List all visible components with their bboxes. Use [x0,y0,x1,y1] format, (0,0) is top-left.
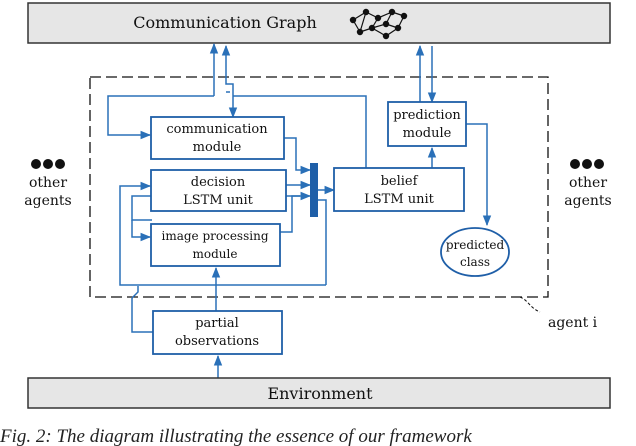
other-agents-right: other agents [564,159,612,209]
dot-icon [43,159,53,169]
environment-bar: Environment [27,377,611,409]
partial-observations-line2: observations [175,334,259,349]
partial-observations-line1: partial [195,316,239,331]
connections [107,42,492,378]
dot-icon [594,159,604,169]
decision-lstm-unit: decision LSTM unit [150,169,287,212]
agent-label: agent i [548,315,598,331]
decision-line1: decision [191,175,246,190]
image-processing-module: image processing module [150,223,281,267]
other-agents-right-line2: agents [564,193,611,209]
figure-caption: Fig. 2: The diagram illustrating the ess… [0,428,472,446]
communication-module-line2: module [193,140,242,155]
image-processing-line1: image processing [162,229,269,243]
communication-module: communication module [150,116,285,160]
communication-module-line1: communication [166,122,268,137]
agent-label-leader [519,296,541,313]
merge-bar [310,163,318,217]
agent-boundary [89,76,549,298]
partial-observations: partial observations [152,310,283,355]
environment-label: Environment [267,384,373,403]
belief-lstm-unit: belief LSTM unit [333,167,465,212]
other-agents-left-line1: other [29,175,67,191]
framework-diagram: Communication Graph agent i ot [24,2,612,409]
prediction-line1: prediction [393,108,461,123]
predicted-class-line2: class [460,255,490,269]
communication-graph-label: Communication Graph [133,13,317,32]
predicted-class-line1: predicted [446,238,505,252]
dot-icon [31,159,41,169]
belief-line2: LSTM unit [364,192,435,207]
other-agents-left-line2: agents [24,193,71,209]
other-agents-left: other agents [24,159,72,209]
dot-icon [582,159,592,169]
dot-icon [570,159,580,169]
dot-icon [55,159,65,169]
decision-line2: LSTM unit [183,193,254,208]
image-processing-line2: module [193,247,238,261]
predicted-class: predicted class [440,227,510,277]
network-graph-icon [349,8,408,40]
belief-line1: belief [381,174,419,189]
prediction-module: prediction module [387,101,467,147]
prediction-line2: module [403,126,452,141]
other-agents-right-line1: other [569,175,607,191]
communication-graph-bar: Communication Graph [27,2,611,44]
